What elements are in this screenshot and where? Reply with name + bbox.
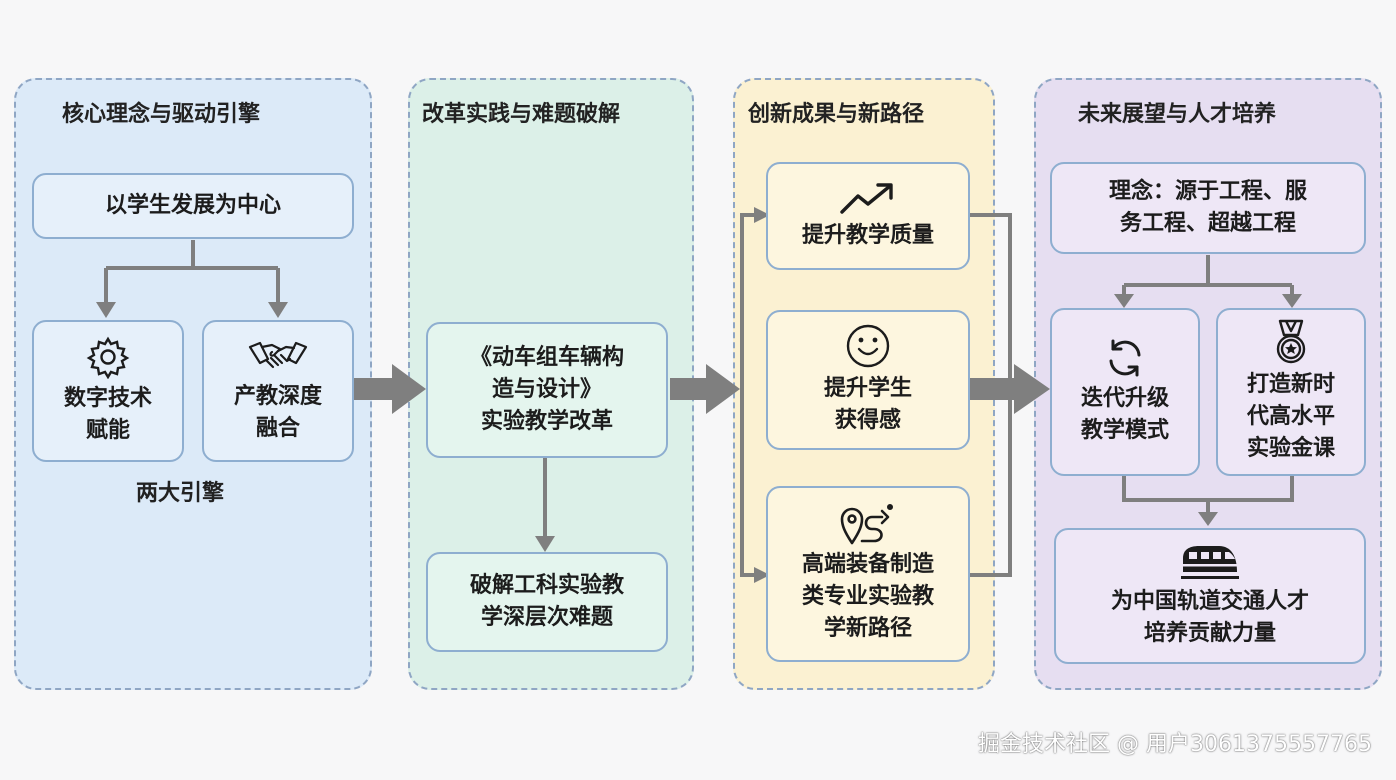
refresh-icon — [1109, 339, 1141, 377]
engine-industry-box: 产教深度 融合 — [202, 320, 354, 462]
result-quality-box: 提升教学质量 — [766, 162, 970, 270]
result-path-box: 高端装备制造 类专业实验教 学新路径 — [766, 486, 970, 662]
arrowhead — [1114, 294, 1134, 308]
arrowhead — [96, 302, 116, 318]
reform-solve-box: 破解工科实验教 学深层次难题 — [426, 552, 668, 652]
panel-title-reform: 改革实践与难题破解 — [422, 102, 621, 127]
gold-box: 打造新时 代高水平 实验金课 — [1216, 308, 1366, 476]
result-gain-label: 提升学生 获得感 — [823, 376, 912, 433]
arrowhead — [1282, 294, 1302, 308]
contribute-box: 为中国轨道交通人才 培养贡献力量 — [1054, 528, 1366, 664]
arrowhead — [535, 536, 555, 552]
reform-solve-label: 破解工科实验教 学深层次难题 — [469, 573, 624, 630]
handshake-icon — [248, 341, 308, 369]
engines-caption: 两大引擎 — [136, 481, 225, 506]
concept-label: 理念：源于工程、服 务工程、超越工程 — [1108, 179, 1307, 236]
center-label: 以学生发展为中心 — [104, 193, 281, 218]
panel-title-results: 创新成果与新路径 — [748, 102, 925, 127]
arrowhead — [754, 567, 770, 583]
concept-box: 理念：源于工程、服 务工程、超越工程 — [1050, 162, 1366, 254]
panel-title-future: 未来展望与人才培养 — [1078, 102, 1277, 127]
arrowhead — [754, 207, 770, 223]
center-box: 以学生发展为中心 — [32, 173, 354, 239]
arrowhead — [268, 302, 288, 318]
train-icon — [1181, 546, 1239, 579]
iterate-box: 迭代升级 教学模式 — [1050, 308, 1200, 476]
engine-industry-label: 产教深度 融合 — [233, 384, 322, 441]
reform-main-box: 《动车组车辆构 造与设计》 实验教学改革 — [426, 322, 668, 458]
watermark: 掘金技术社区 @ 用户3061375557765 — [978, 732, 1372, 757]
result-path-label: 高端装备制造 类专业实验教 学新路径 — [801, 552, 934, 641]
connector-results-left — [740, 213, 758, 577]
gear-icon — [86, 336, 130, 379]
engine-digital-box: 数字技术 赋能 — [32, 320, 184, 462]
big-arrow-1 — [354, 364, 426, 414]
trend-up-icon — [840, 183, 893, 214]
iterate-label: 迭代升级 教学模式 — [1080, 386, 1169, 443]
gold-label: 打造新时 代高水平 实验金课 — [1246, 372, 1335, 461]
connector-merge-contribute — [1122, 476, 1294, 515]
reform-main-label: 《动车组车辆构 造与设计》 实验教学改革 — [469, 345, 624, 434]
panel-title-core: 核心理念与驱动引擎 — [62, 102, 261, 127]
result-quality-label: 提升教学质量 — [801, 223, 934, 248]
engine-digital-label: 数字技术 赋能 — [63, 386, 152, 443]
route-icon — [840, 504, 893, 545]
connector-concept-split — [1122, 255, 1294, 300]
medal-icon — [1276, 319, 1306, 364]
smile-icon — [846, 324, 890, 368]
connector-center-engines — [104, 240, 280, 308]
big-arrow-2 — [670, 364, 740, 414]
big-arrow-3 — [970, 364, 1050, 414]
contribute-label: 为中国轨道交通人才 培养贡献力量 — [1110, 589, 1309, 646]
result-gain-box: 提升学生 获得感 — [766, 310, 970, 450]
arrowhead — [1198, 512, 1218, 526]
